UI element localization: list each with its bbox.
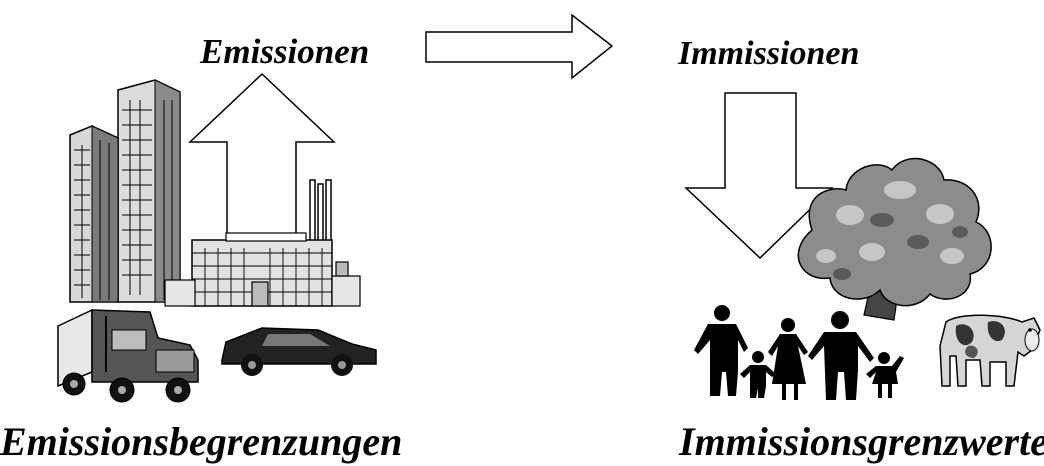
- people-icon: [694, 305, 904, 400]
- cow-icon: [939, 314, 1041, 387]
- immissions-label: Immissionen: [678, 35, 860, 72]
- emissions-label: Emissionen: [200, 32, 370, 71]
- emission-limits-label: Emissionsbegrenzungen: [0, 419, 403, 464]
- skyscraper-icon: [69, 79, 181, 303]
- immission-limits-label: Immissionsgrenzwerte: [679, 419, 1044, 464]
- arrow-up-icon: [188, 72, 336, 241]
- arrow-down-icon: [684, 92, 834, 260]
- car-icon: [221, 327, 377, 376]
- arrow-right-icon: [425, 13, 614, 80]
- tree-icon: [797, 157, 992, 321]
- truck-icon: [57, 308, 199, 403]
- factory-icon: [164, 179, 361, 307]
